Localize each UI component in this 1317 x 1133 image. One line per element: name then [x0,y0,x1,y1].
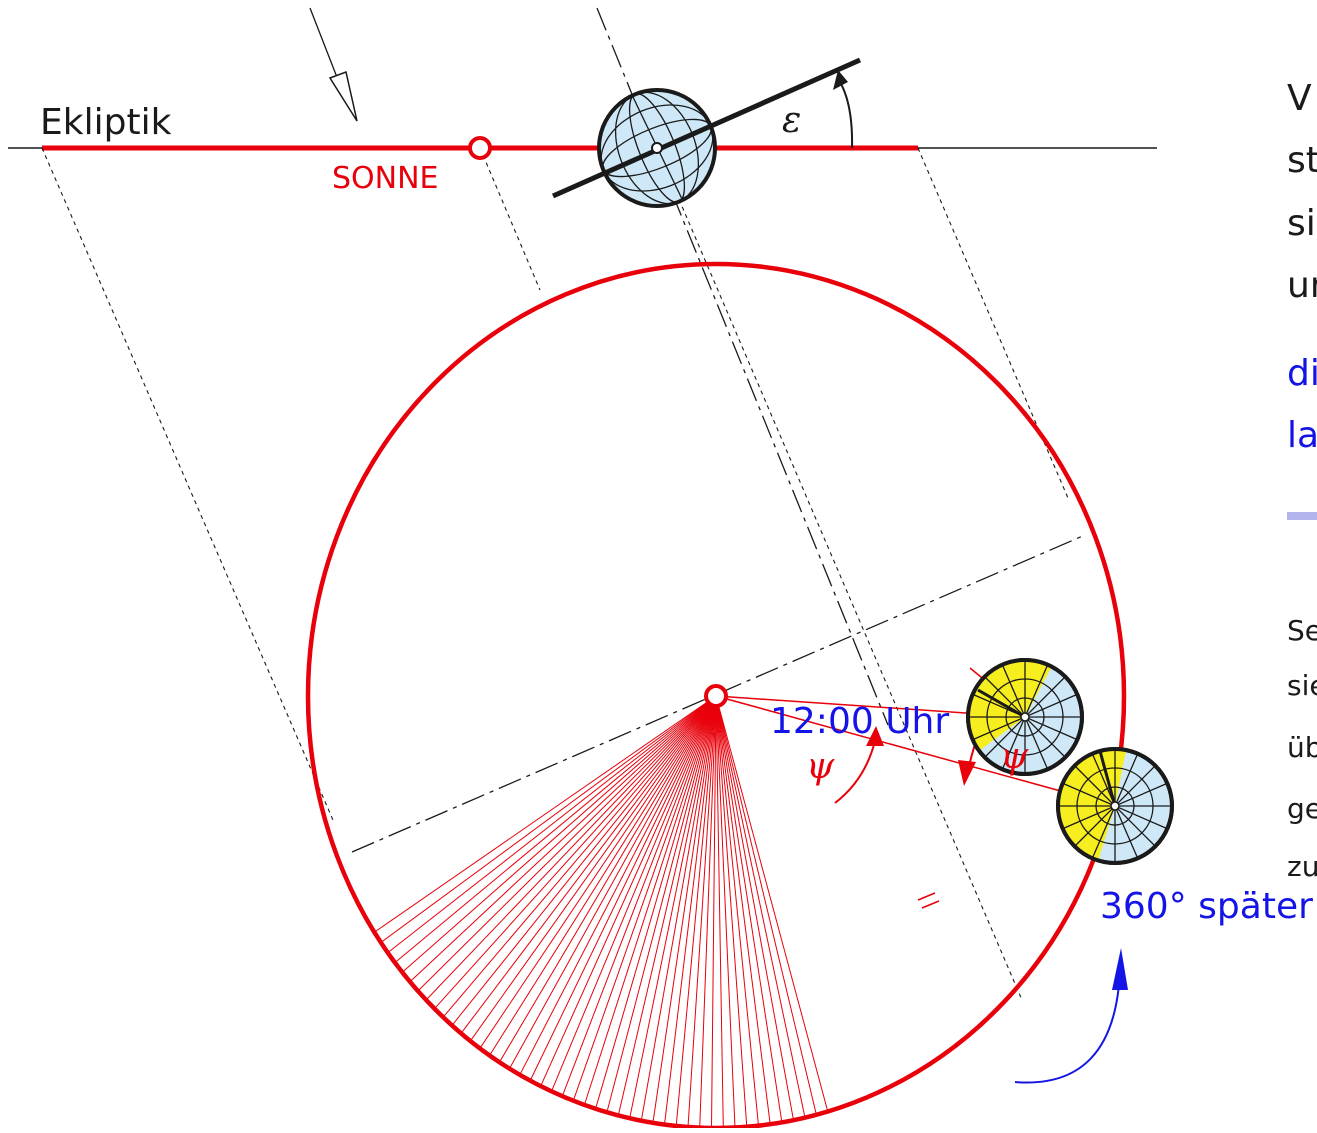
sun-label: SONNE [332,161,439,196]
sun-marker [468,136,492,160]
earth-later-globe [1056,747,1174,865]
sun-ray [606,695,717,1113]
sun-ray [374,695,717,933]
later-label: 360° später [1100,886,1313,927]
side-text-line-2: st [1287,140,1317,181]
sun-ray [460,695,717,1034]
sun-ray [595,695,717,1109]
psi-label-2: ψ [1000,736,1029,777]
sun-ray [711,695,717,1129]
side-text-blue-1: di [1287,353,1317,394]
sun-ray [572,695,717,1101]
sun-ray [652,695,717,1123]
psi-arrow-1 [866,726,884,746]
sun-ray [715,695,759,1126]
epsilon-arrow [833,70,848,90]
sun-ray [469,695,717,1042]
epsilon-arc [839,81,854,149]
side-text-blue-2: la [1287,415,1317,456]
sun-ray-fan [374,695,829,1129]
rotation-arrowhead [1112,948,1128,990]
sun-ray [561,695,717,1097]
sun-ray [715,695,783,1123]
sun-ray [380,695,717,943]
sun-ray [519,695,717,1076]
sun-ray [434,695,717,1010]
side-text-small-4: ge [1287,792,1317,825]
sun-ray [401,695,717,973]
sun-ray [715,695,806,1118]
side-text-small-1: Se [1287,614,1317,647]
noon-label: 12:00 Uhr [770,701,949,742]
sun-ray [715,695,724,1128]
earth-side-globe [551,57,862,208]
sun-ray [387,695,717,953]
sun-ray [509,695,717,1069]
sun-ray [715,695,817,1115]
sun-focus-marker [704,684,728,708]
sun-ray [640,695,717,1121]
side-text-line-3: si [1287,203,1316,244]
sun-ray [687,695,717,1128]
rotation-arrow [1014,969,1121,1084]
side-text-line-4: ur [1287,265,1317,306]
psi-label-1: ψ [806,746,835,787]
epsilon-label: ε [782,100,801,141]
sun-ray [394,695,717,963]
sun-ray [583,695,717,1106]
sun-ray [715,695,829,1112]
sun-ray [479,695,717,1049]
side-text-small-3: üb [1287,731,1317,764]
ecliptic-label: Ekliptik [40,102,172,143]
sun-ray [417,695,717,992]
side-text-line-1: V [1287,78,1312,119]
sun-ray [529,695,717,1081]
sun-ray [617,695,717,1116]
sun-ray [699,695,717,1128]
earth-noon-globe [966,658,1084,776]
sun-ray [715,695,794,1121]
psi-arrow-2 [958,760,976,786]
orbit-axes [351,534,1086,853]
sun-ray [540,695,717,1087]
sun-ray [451,695,717,1026]
projection-lines [41,147,1069,1001]
sun-ray [551,695,717,1092]
psi-arc-1 [834,740,876,804]
side-text-small-2: sie [1287,669,1317,702]
sun-ray [442,695,717,1018]
side-text-small-5: zu [1287,850,1317,883]
sun-ray [715,695,771,1125]
sun-ray [715,695,748,1127]
sun-ray [425,695,717,1001]
sun-ray [629,695,717,1119]
sun-ray [664,695,717,1125]
sun-ray [715,695,736,1128]
side-divider [1287,512,1317,520]
sunlight-arrow [309,7,358,122]
sun-ray [409,695,717,983]
sun-ray [499,695,717,1063]
sun-ray [489,695,717,1056]
sun-ray [675,695,717,1126]
